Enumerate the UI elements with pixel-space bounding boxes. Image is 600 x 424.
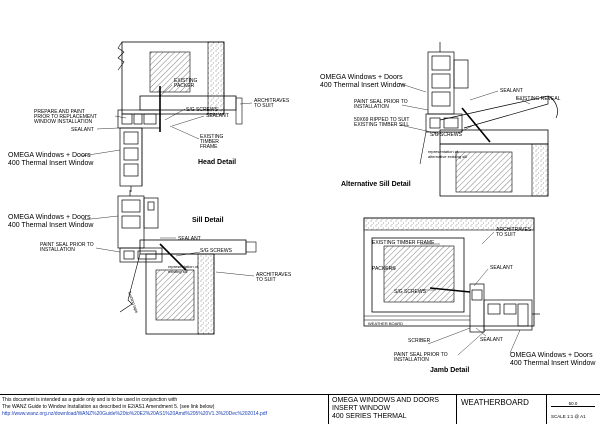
alt-sill-label-sg-screws: S/G SCREWS [430, 132, 463, 138]
disclaimer: This document is intended as a guide onl… [2, 397, 320, 418]
svg-text:flashing tape: flashing tape [127, 291, 140, 315]
head-label-sg-screws: S/G SCREWS [186, 107, 219, 113]
scale-value: 50.0 [551, 401, 595, 407]
disclaimer-line-2: The WANZ Guide to Window Installation as… [2, 404, 215, 410]
alt-sill-screw [461, 107, 491, 143]
svg-text:representation of: representation of [168, 264, 199, 269]
svg-text:representation of: representation of [428, 149, 459, 154]
jamb-screw [429, 287, 471, 293]
head-window-profile [117, 109, 161, 192]
head-detail-title: Head Detail [198, 159, 236, 166]
sill-screw [159, 243, 187, 271]
jamb-label-packers: PACKERS [372, 266, 396, 272]
alt-sill-label-sealant: SEALANT [500, 88, 523, 94]
jamb-label-existing-timber-frame: EXISTING TIMBER FRAME [372, 240, 435, 246]
jamb-label-sg-screws: S/G SCREWS [394, 289, 427, 295]
head-label-sealant-left: SEALANT [71, 127, 94, 133]
disclaimer-line-1: This document is intended as a guide onl… [2, 397, 178, 403]
sill-label-sg-screws: S/G SCREWS [200, 248, 233, 254]
sill-detail: representation of existing sill flashing… [8, 190, 292, 335]
disclaimer-link[interactable]: http://www.wanz.org.nz/download/WANZ%20G… [2, 411, 267, 417]
title-block: This document is intended as a guide onl… [0, 394, 600, 424]
project-line-1: OMEGA WINDOWS AND DOORS [332, 397, 439, 404]
jamb-label-weather-board: WEATHER BOARD [368, 321, 403, 326]
jamb-label-scriber: SCRIBER [408, 338, 431, 344]
project-line-3: 400 SERIES THERMAL [332, 413, 407, 420]
alt-sill-window-profile [425, 42, 469, 133]
jamb-label-sealant-top: SEALANT [490, 265, 513, 271]
project-line-2: INSERT WINDOW [332, 405, 391, 412]
alt-sill-label-existing-reveal: EXISTING REVEAL [516, 96, 561, 102]
jamb-timber-frame [371, 237, 465, 313]
project-title: OMEGA WINDOWS AND DOORS INSERT WINDOW 40… [328, 395, 456, 424]
scale-label: SCALE 1:1 @ A1 [551, 414, 586, 419]
scale-box: 50.0 SCALE 1:1 @ A1 [546, 395, 600, 424]
jamb-label-sealant-bottom: SEALANT [480, 337, 503, 343]
alt-sill-detail: representation of alternative existing s… [320, 42, 561, 197]
drawing-name: WEATHERBOARD [456, 395, 546, 424]
jamb-window-profile [469, 283, 540, 333]
head-label-sealant-right: SEALANT [206, 113, 229, 119]
svg-text:existing sill: existing sill [168, 269, 187, 274]
jamb-detail: EXISTING TIMBER FRAME PACKERS S/G SCREWS… [363, 217, 596, 374]
svg-text:alternative existing sill: alternative existing sill [428, 154, 467, 159]
sill-detail-title: Sill Detail [192, 217, 224, 224]
jamb-detail-title: Jamb Detail [430, 367, 469, 374]
alt-sill-detail-title: Alternative Sill Detail [341, 181, 411, 188]
sill-window-profile [117, 190, 163, 263]
sill-label-sealant: SEALANT [178, 236, 201, 242]
